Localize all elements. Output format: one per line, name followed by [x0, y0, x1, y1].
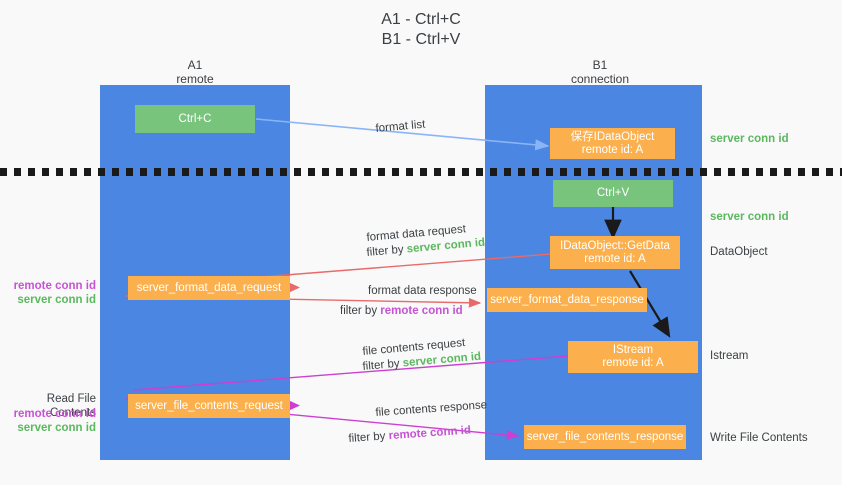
edge-label-file-contents-response: file contents response [375, 399, 488, 419]
filter-value-remote-conn-id-1: remote conn id [380, 305, 463, 317]
dashed-separator [0, 168, 842, 176]
edge-label-format-list: format list [375, 118, 426, 135]
edge-label-format-data-response: format data response [368, 285, 477, 297]
box-idataobject-getdata[interactable]: IDataObject::GetData remote id: A [550, 236, 680, 269]
filter-prefix-3: filter by [362, 357, 404, 373]
box-save-idataobject[interactable]: 保存IDataObject remote id: A [550, 128, 675, 159]
column-header-a1-sub: remote [176, 72, 214, 86]
box-server-format-data-response[interactable]: server_format_data_response [487, 288, 647, 312]
page-title: A1 - Ctrl+C B1 - Ctrl+V [381, 11, 461, 48]
filter-prefix-4: filter by [348, 430, 390, 445]
column-header-b1: B1 connection [535, 58, 665, 86]
box-server-file-contents-response[interactable]: server_file_contents_response [524, 425, 686, 449]
filter-prefix-2: filter by [340, 305, 381, 317]
column-header-a1-name: A1 [187, 58, 203, 72]
box-server-format-data-request[interactable]: server_format_data_request [128, 276, 290, 300]
box-server-file-contents-request[interactable]: server_file_contents_request [128, 394, 290, 418]
label-left-remote-conn-id-1: remote conn id [13, 280, 96, 292]
edge-label-format-data-response-filter: filter by remote conn id [340, 304, 463, 319]
label-left-remote-conn-id-2: remote conn id [13, 408, 96, 420]
label-left-server-conn-id-1: server conn id [17, 294, 96, 306]
filter-prefix-1: filter by [366, 243, 408, 259]
label-right-write-file-contents: Write File Contents [710, 432, 808, 444]
box-ctrl-v[interactable]: Ctrl+V [553, 180, 673, 207]
label-right-server-conn-id-mid: server conn id [710, 211, 789, 223]
box-istream[interactable]: IStream remote id: A [568, 341, 698, 373]
label-left-server-conn-id-2: server conn id [17, 422, 96, 434]
label-right-dataobject: DataObject [710, 246, 768, 258]
label-right-server-conn-id-top: server conn id [710, 133, 789, 145]
edge-label-file-contents-response-filter: filter by remote conn id [348, 423, 471, 447]
box-ctrl-c[interactable]: Ctrl+C [135, 105, 255, 133]
label-right-istream: Istream [710, 350, 749, 362]
column-header-b1-sub: connection [570, 72, 630, 86]
filter-value-remote-conn-id-2: remote conn id [388, 424, 472, 443]
column-header-a1: A1 remote [130, 58, 260, 86]
column-header-b1-name: B1 [592, 58, 608, 72]
label-left-read-file-contents: Read File Contents [46, 393, 96, 419]
